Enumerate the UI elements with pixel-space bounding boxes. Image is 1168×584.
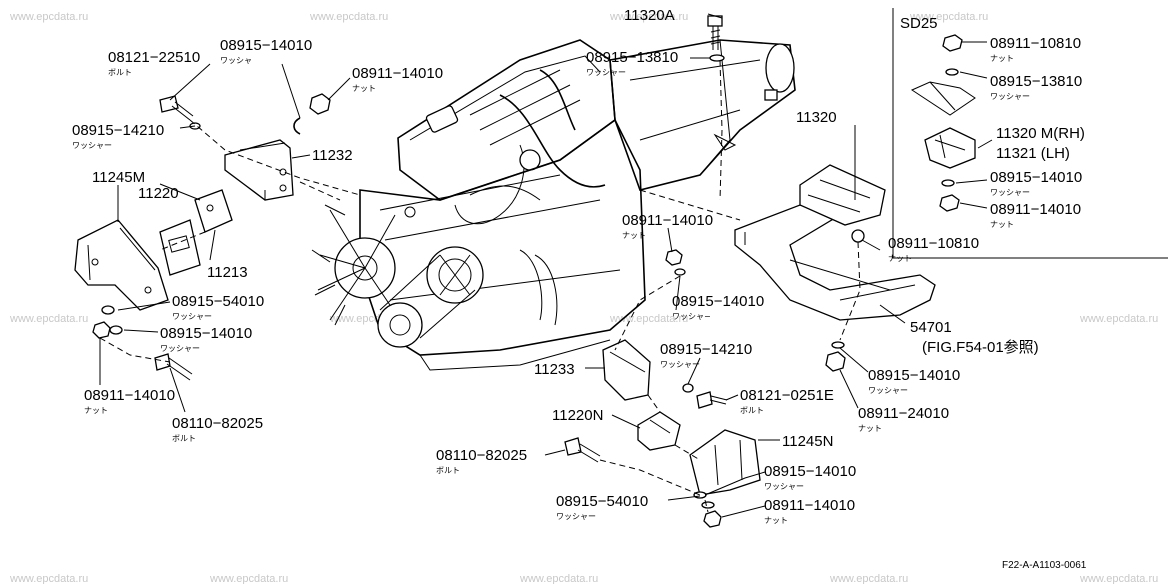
part-number-label: 08915−14010 bbox=[868, 367, 960, 384]
dashed-relations bbox=[99, 59, 861, 513]
part-number-label: 11245N bbox=[782, 433, 833, 450]
engine-assembly bbox=[311, 39, 646, 371]
part-type-label: ナット bbox=[858, 424, 882, 433]
part-number-label: 11320A bbox=[624, 7, 675, 24]
diagram-code: F22-A-A1103-0061 bbox=[1002, 560, 1087, 571]
part-type-label: ワッシャー bbox=[764, 482, 804, 491]
watermark: www.epcdata.ru bbox=[9, 11, 88, 23]
part-type-label: ナット bbox=[764, 516, 788, 525]
part-type-label: ナット bbox=[990, 54, 1014, 63]
watermark: www.epcdata.ru bbox=[309, 11, 388, 23]
watermark: www.epcdata.ru bbox=[519, 573, 598, 584]
part-type-label: ワッシャー bbox=[868, 386, 908, 395]
part-type-label: ナット bbox=[990, 220, 1014, 229]
part-type-label: ボルト bbox=[436, 466, 460, 475]
bracket-11232 bbox=[224, 139, 294, 201]
part-type-label: ナット bbox=[622, 231, 646, 240]
part-number-label: 08915−14010 bbox=[764, 463, 856, 480]
part-type-label: ボルト bbox=[740, 406, 764, 415]
part-number-label: 08915−14010 bbox=[990, 169, 1082, 186]
part-number-label: 08911−14010 bbox=[352, 65, 443, 82]
watermark: www.epcdata.ru bbox=[9, 313, 88, 325]
part-number-label: 08121−0251E bbox=[740, 387, 834, 404]
insulator-11220-11213 bbox=[159, 189, 233, 276]
part-type-label: ワッシャ− bbox=[672, 312, 711, 321]
part-number-label: 08915−14210 bbox=[72, 122, 164, 139]
part-type-label: ワッシャ bbox=[220, 56, 252, 65]
leader-lines bbox=[99, 13, 906, 518]
watermark: www.epcdata.ru bbox=[1079, 313, 1158, 325]
part-number-label: 08110−82025 bbox=[436, 447, 527, 464]
part-type-label: ナット bbox=[888, 254, 912, 263]
part-type-label: ワッシャー bbox=[586, 68, 626, 77]
part-number-label: 08911−14010 bbox=[990, 201, 1081, 218]
part-type-label: ナット bbox=[352, 84, 376, 93]
part-type-label: ワッシャー bbox=[660, 360, 700, 369]
part-number-label: 08915−13810 bbox=[990, 73, 1082, 90]
part-number-label: 54701 bbox=[910, 319, 952, 336]
inset-sd25: SD25 bbox=[892, 8, 1168, 259]
part-type-label: ボルト bbox=[172, 434, 196, 443]
mount-11320 bbox=[799, 164, 886, 243]
part-number-label: 08915−14210 bbox=[660, 341, 752, 358]
part-number-label: 08915−54010 bbox=[172, 293, 264, 310]
part-type-label: ナット bbox=[84, 406, 108, 415]
watermark: www.epcdata.ru bbox=[9, 573, 88, 584]
part-number-label: 08911−10810 bbox=[888, 235, 979, 252]
part-type-label: ワッシャー bbox=[172, 312, 212, 321]
part-number-label: 08911−10810 bbox=[990, 35, 1081, 52]
part-type-label: ボルト bbox=[108, 68, 132, 77]
part-reference-label: (FIG.F54-01参照) bbox=[922, 339, 1039, 356]
part-number-label: 08915−14010 bbox=[672, 293, 764, 310]
part-number-label: 11245M bbox=[92, 169, 145, 186]
part-type-label: ワッシャー bbox=[72, 141, 112, 150]
part-number-label: 08915−14010 bbox=[160, 325, 252, 342]
part-number-label: 11220 bbox=[138, 185, 179, 202]
part-type-label: ワッシャー bbox=[990, 188, 1030, 197]
bracket-11245M bbox=[74, 219, 169, 311]
part-number-label: 08915−14010 bbox=[220, 37, 312, 54]
part-number-label: 11321 (LH) bbox=[996, 145, 1070, 162]
part-number-label: 08121−22510 bbox=[108, 49, 200, 66]
part-number-label: 11320 M(RH) bbox=[996, 125, 1085, 142]
part-number-label: 08911−24010 bbox=[858, 405, 949, 422]
bracket-11233 bbox=[602, 339, 651, 401]
fasteners bbox=[92, 15, 846, 528]
part-number-label: 08110−82025 bbox=[172, 415, 263, 432]
inset-title: SD25 bbox=[900, 15, 938, 32]
part-number-label: 08911−14010 bbox=[84, 387, 175, 404]
watermark: www.epcdata.ru bbox=[609, 11, 688, 23]
part-type-label: ワッシャー bbox=[556, 512, 596, 521]
part-number-label: 11232 bbox=[312, 147, 353, 164]
watermark: www.epcdata.ru bbox=[909, 11, 988, 23]
transmission bbox=[609, 39, 796, 191]
part-labels: 08121−22510 ボルト 08915−14010 ワッシャ 08911−1… bbox=[72, 7, 1087, 571]
part-number-label: 08911−14010 bbox=[622, 212, 713, 229]
bracket-11245N bbox=[689, 429, 761, 496]
watermark: www.epcdata.ru bbox=[1079, 573, 1158, 584]
insulator-11220N bbox=[637, 411, 681, 451]
part-number-label: 11220N bbox=[552, 407, 603, 424]
part-number-label: 08915−13810 bbox=[586, 49, 678, 66]
part-type-label: ワッシャー bbox=[990, 92, 1030, 101]
part-type-label: ワッシャー bbox=[160, 344, 200, 353]
watermark: www.epcdata.ru bbox=[209, 573, 288, 584]
part-number-label: 08915−54010 bbox=[556, 493, 648, 510]
watermark: www.epcdata.ru bbox=[829, 573, 908, 584]
part-number-label: 08911−14010 bbox=[764, 497, 855, 514]
part-number-label: 11233 bbox=[534, 361, 575, 378]
part-number-label: 11213 bbox=[207, 264, 248, 281]
crossmember-54701 bbox=[734, 204, 936, 321]
part-number-label: 11320 bbox=[796, 109, 837, 126]
